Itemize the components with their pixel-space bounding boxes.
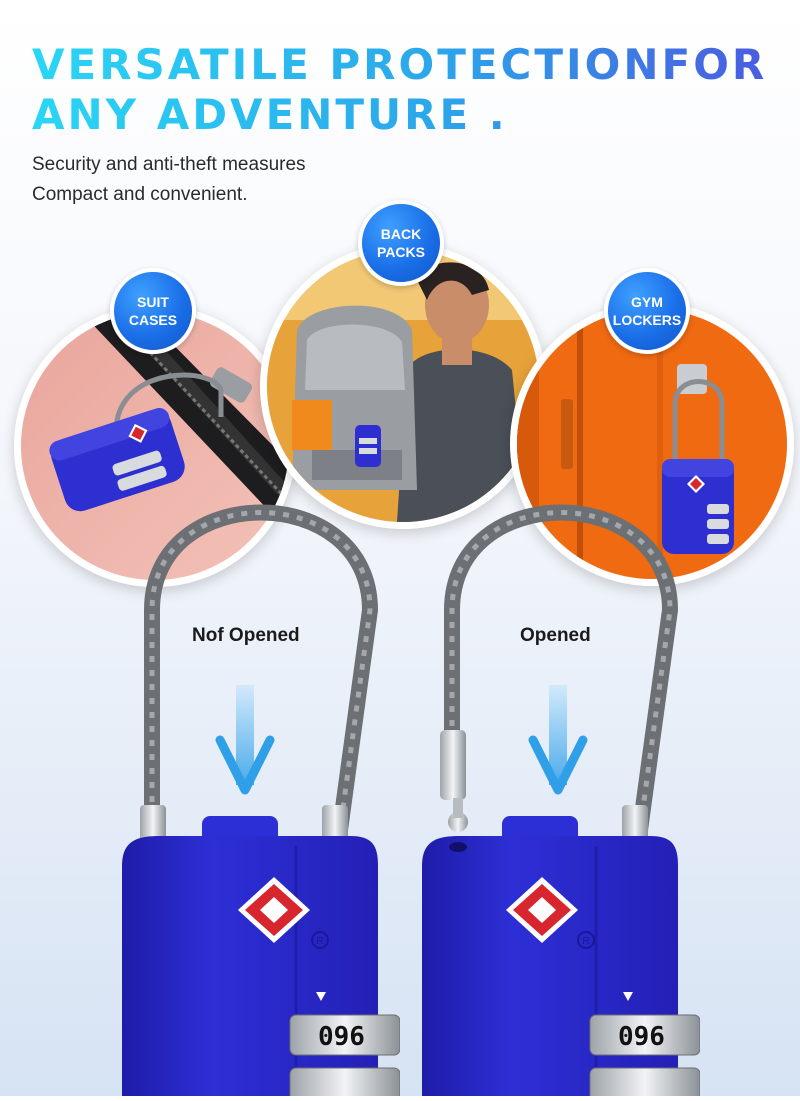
dial-digits: 096: [318, 1022, 365, 1052]
subtitle: Security and anti-theft measures Compact…: [32, 150, 306, 210]
badge-lockers-line-2: LOCKERS: [612, 312, 682, 328]
badge-suitcases-line-2: CASES: [128, 312, 178, 328]
badge-backpacks: BACK PACKS: [358, 200, 444, 286]
suitcase-illustration: [21, 312, 289, 580]
suitcase-scene-image: [14, 305, 296, 587]
down-arrow-icon: [215, 685, 275, 795]
gym-locker-scene-image: [510, 302, 794, 586]
tsa-diamond-icon: [238, 877, 310, 943]
headline-line-2: ANY ADVENTURE .: [32, 90, 508, 139]
closed-cable: [144, 504, 379, 838]
badge-suitcases: SUIT CASES: [110, 268, 196, 354]
registered-mark: R: [582, 936, 589, 947]
registered-mark: R: [316, 936, 323, 947]
headline: VERSATILE PROTECTIONFOR ANY ADVENTURE .: [32, 40, 767, 140]
badge-lockers-line-1: GYM: [631, 294, 663, 310]
lock-not-opened-label: Nof Opened: [192, 625, 300, 646]
down-arrow-icon: [528, 685, 588, 795]
locker-illustration: [517, 309, 787, 579]
lock-opened-label: Opened: [520, 625, 591, 646]
dial-digits: 096: [618, 1022, 665, 1052]
badge-backpacks-line-2: PACKS: [377, 244, 425, 260]
subtitle-line-2: Compact and convenient.: [32, 184, 248, 205]
headline-line-1: VERSATILE PROTECTIONFOR: [32, 40, 768, 89]
tsa-diamond-icon: [506, 877, 578, 943]
badge-suitcases-line-1: SUIT: [137, 294, 169, 310]
backpack-illustration: [267, 250, 539, 522]
open-cable: [444, 504, 679, 838]
subtitle-line-1: Security and anti-theft measures: [32, 154, 306, 175]
lock-closed-product-image: R 096: [100, 500, 401, 1101]
lock-opened-product-image: R 096: [400, 500, 701, 1101]
badge-lockers: GYM LOCKERS: [604, 268, 690, 354]
badge-backpacks-line-1: BACK: [380, 226, 422, 242]
